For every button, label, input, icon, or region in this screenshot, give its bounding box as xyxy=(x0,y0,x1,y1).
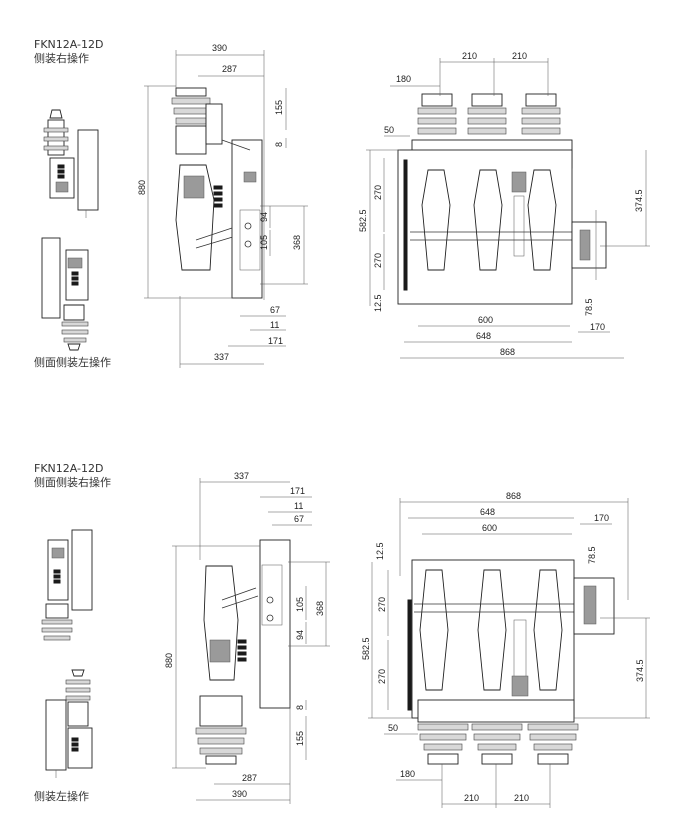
bottom-front-dim-374: 374.5 xyxy=(635,659,645,682)
bottom-side-dim-390: 390 xyxy=(232,789,247,799)
bottom-side-dim-287: 287 xyxy=(242,773,257,783)
top-bottom-caption: 侧面侧装左操作 xyxy=(34,356,111,369)
bottom-subtitle: 侧面侧装右操作 xyxy=(34,476,111,489)
bottom-side-dim-8: 8 xyxy=(295,705,305,710)
top-front-dim-270a: 270 xyxy=(373,185,383,200)
bottom-front-dim-210b: 210 xyxy=(514,793,529,803)
bottom-front-dim-648: 648 xyxy=(480,507,495,517)
top-side-dim-390: 390 xyxy=(212,43,227,53)
top-front-dim-12: 12.5 xyxy=(373,294,383,312)
bottom-front-dim-170: 170 xyxy=(594,513,609,523)
bottom-side-view: 337 171 11 67 880 105 94 368 8 155 287 xyxy=(164,471,330,804)
bottom-bottom-caption: 侧装左操作 xyxy=(34,790,89,803)
top-side-view: 390 287 880 155 8 94 105 368 67 11 171 xyxy=(137,43,308,368)
top-front-dim-210a: 210 xyxy=(462,51,477,61)
bottom-model-label: FKN12A-12D xyxy=(34,462,104,475)
bottom-front-dim-50: 50 xyxy=(388,723,398,733)
top-front-dim-374: 374.5 xyxy=(634,189,644,212)
top-front-dim-648: 648 xyxy=(476,331,491,341)
top-side-dim-94: 94 xyxy=(259,212,269,222)
top-side-dim-880: 880 xyxy=(137,180,147,195)
thumbnail-left-operation-2 xyxy=(45,669,93,778)
top-front-dim-270b: 270 xyxy=(373,253,383,268)
top-front-view: 210 210 180 50 582.5 270 270 12.5 374.5 … xyxy=(358,51,650,359)
top-side-dim-171: 171 xyxy=(268,336,283,346)
top-side-dim-368: 368 xyxy=(292,235,302,250)
bottom-front-dim-12: 12.5 xyxy=(375,542,385,560)
bottom-side-dim-67: 67 xyxy=(294,514,304,524)
bottom-side-dim-337: 337 xyxy=(234,471,249,481)
thumbnail-side-right-operation xyxy=(41,529,93,641)
top-model-label: FKN12A-12D xyxy=(34,38,104,51)
bottom-front-dim-78: 78.5 xyxy=(587,546,597,564)
top-side-dim-287: 287 xyxy=(222,64,237,74)
bottom-side-dim-11: 11 xyxy=(294,501,303,511)
bottom-side-dim-105: 105 xyxy=(295,597,305,612)
bottom-side-dim-880: 880 xyxy=(164,653,174,668)
bottom-side-dim-171: 171 xyxy=(290,486,305,496)
top-front-dim-210b: 210 xyxy=(512,51,527,61)
bottom-front-dim-600: 600 xyxy=(482,523,497,533)
top-side-dim-155: 155 xyxy=(274,100,284,115)
top-side-dim-337: 337 xyxy=(214,352,229,362)
bottom-side-dim-368: 368 xyxy=(315,601,325,616)
bottom-front-dim-210a: 210 xyxy=(464,793,479,803)
thumbnail-left-operation xyxy=(41,237,89,351)
bottom-front-dim-180: 180 xyxy=(400,769,415,779)
top-front-dim-600: 600 xyxy=(478,315,493,325)
bottom-front-dim-270a: 270 xyxy=(377,597,387,612)
bottom-front-dim-270b: 270 xyxy=(377,669,387,684)
bottom-front-view: 868 648 600 170 12.5 78.5 270 270 582.5 … xyxy=(361,491,650,808)
top-front-dim-78: 78.5 xyxy=(584,298,594,316)
top-side-dim-8: 8 xyxy=(274,142,284,147)
top-front-dim-170: 170 xyxy=(590,322,605,332)
bottom-side-dim-94: 94 xyxy=(295,630,305,640)
top-front-dim-582: 582.5 xyxy=(358,209,368,232)
bottom-side-dim-155: 155 xyxy=(295,731,305,746)
top-front-dim-50: 50 xyxy=(384,125,394,135)
top-front-dim-180: 180 xyxy=(396,74,411,84)
bottom-front-dim-868: 868 xyxy=(506,491,521,501)
top-subtitle: 侧装右操作 xyxy=(34,52,89,65)
top-side-dim-105: 105 xyxy=(259,235,269,250)
top-side-dim-67: 67 xyxy=(270,305,280,315)
top-front-dim-868: 868 xyxy=(500,347,515,357)
top-side-dim-11: 11 xyxy=(270,320,279,330)
bottom-front-dim-582: 582.5 xyxy=(361,637,371,660)
thumbnail-right-operation xyxy=(43,109,99,218)
